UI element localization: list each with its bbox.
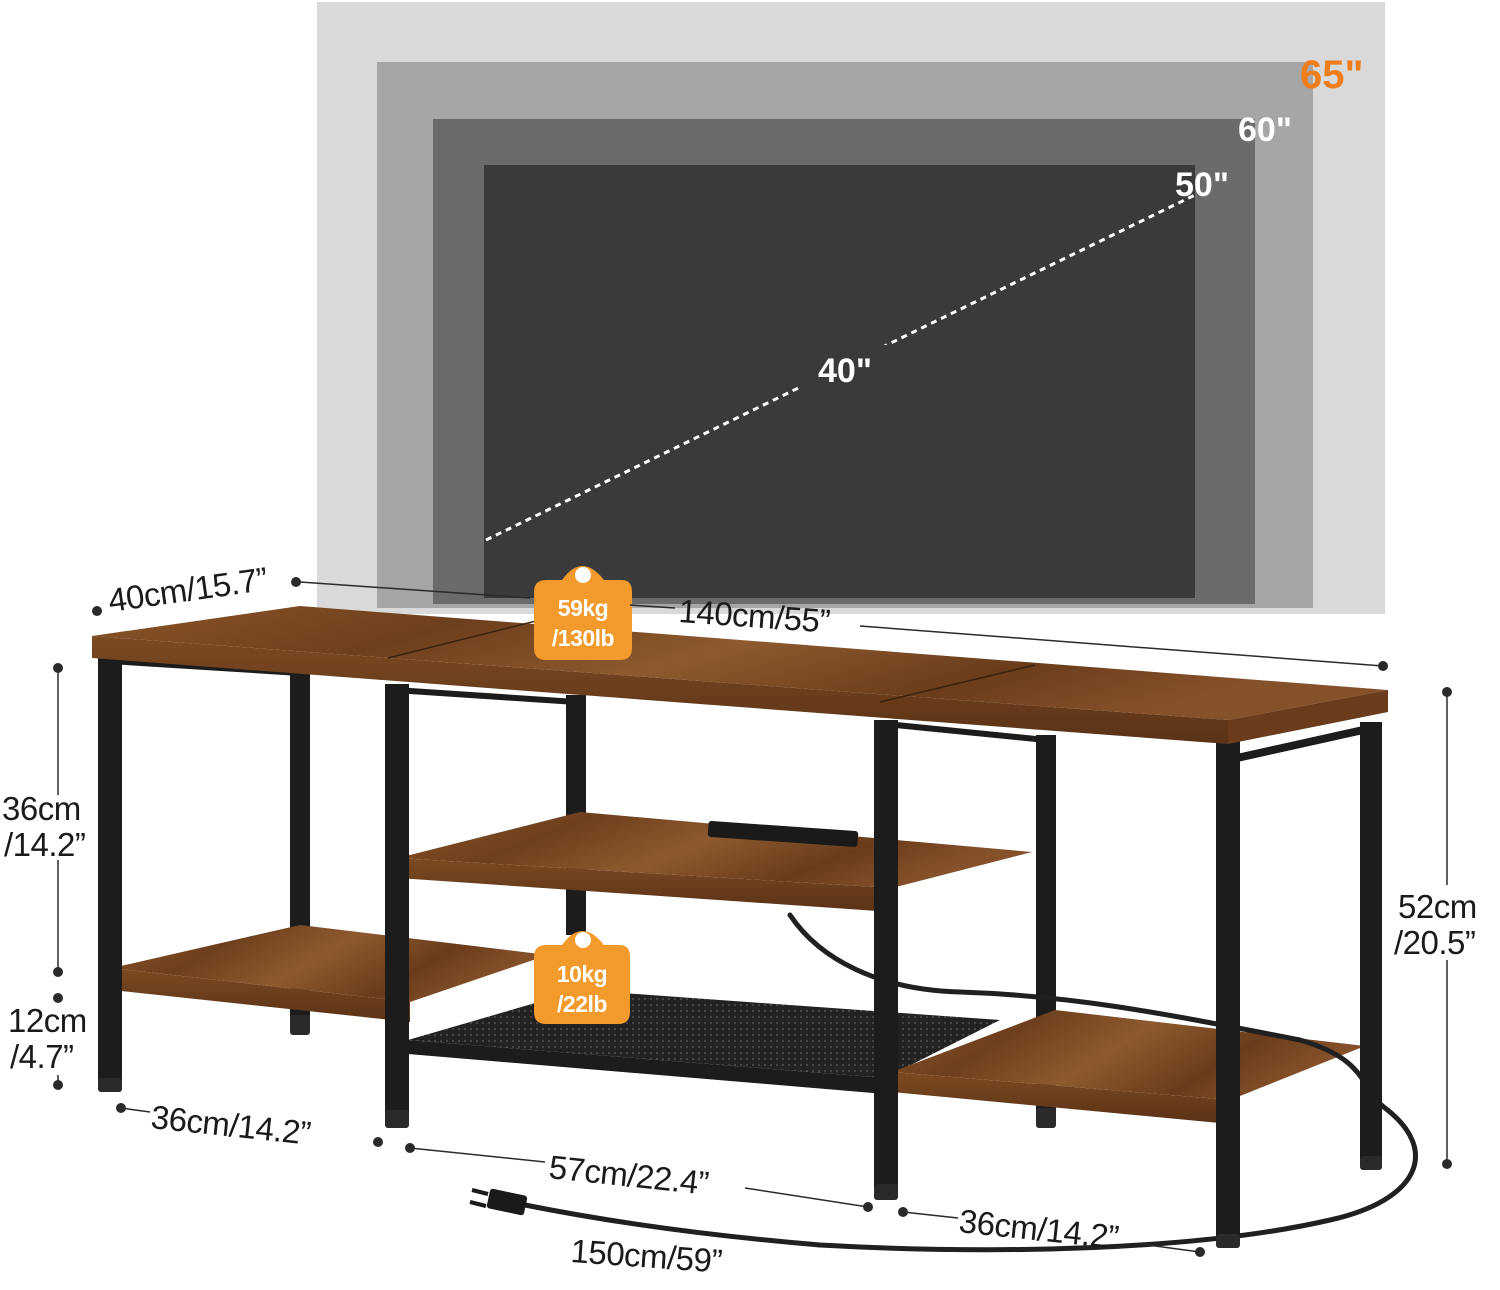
top-load-kg: 59kg <box>558 595 608 621</box>
upper-height-cm: 36cm <box>2 790 81 827</box>
tv-size-50-label: 50" <box>1175 166 1229 204</box>
tv-size-65-label: 65" <box>1300 53 1363 97</box>
lower-height-in: /4.7” <box>10 1038 74 1075</box>
top-load-lb: /130lb <box>552 625 615 651</box>
dimension-annotations <box>53 577 1452 1257</box>
mid-left-leg <box>385 684 409 1116</box>
lower-left-shelf <box>112 925 548 1002</box>
total-height-in: /20.5” <box>1394 924 1475 961</box>
middle-load-lb: /22lb <box>557 991 607 1017</box>
middle-load-badge: 10kg /22lb <box>534 931 630 1024</box>
power-plug <box>486 1188 528 1216</box>
left-bay-dimension: 36cm/14.2” <box>149 1098 312 1152</box>
power-cable <box>522 912 1418 1253</box>
middle-bay-dimension: 57cm/22.4” <box>547 1148 710 1202</box>
top-load-badge: 59kg /130lb <box>534 566 632 660</box>
depth-dimension: 40cm/15.7” <box>106 560 270 619</box>
lower-height-cm: 12cm <box>8 1002 87 1039</box>
tv-size-60-label: 60" <box>1238 111 1292 149</box>
mid-right-leg <box>874 720 898 1188</box>
tv-stand <box>92 606 1418 1253</box>
middle-shelf <box>398 812 1032 888</box>
tv-size-40-label: 40" <box>818 352 872 390</box>
middle-load-kg: 10kg <box>557 961 607 987</box>
lower-right-shelf <box>892 1010 1365 1100</box>
stand-top <box>92 606 1388 720</box>
front-right-leg <box>1216 740 1240 1238</box>
front-left-leg <box>98 655 122 1087</box>
cable-length-dimension: 150cm/59” <box>570 1232 724 1279</box>
tv-size-illustration: 65" 60" 50" 40" <box>317 2 1385 614</box>
total-height-cm: 52cm <box>1398 888 1477 925</box>
upper-height-in: /14.2” <box>4 826 85 863</box>
power-strip <box>707 820 859 848</box>
